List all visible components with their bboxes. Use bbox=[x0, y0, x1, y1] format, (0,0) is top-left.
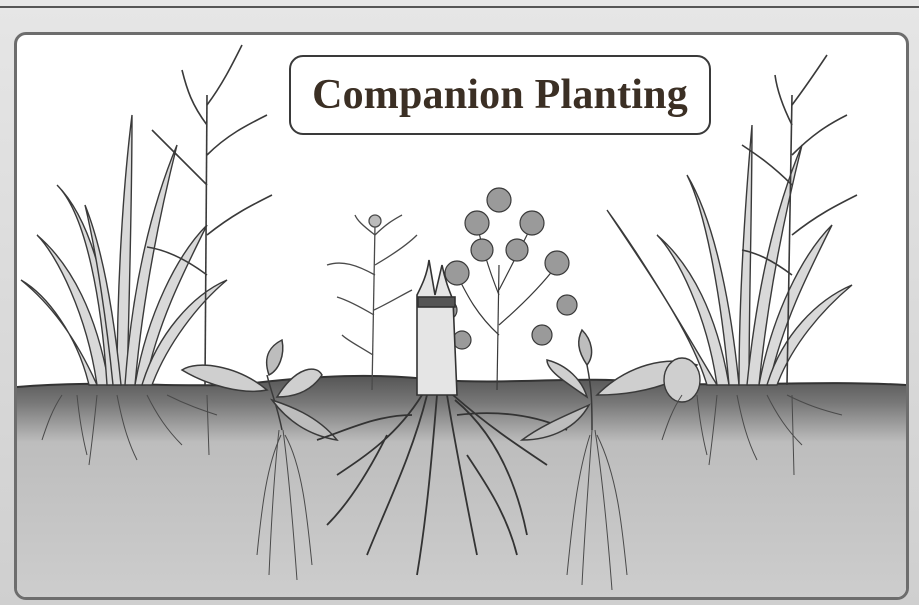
parsley-bush bbox=[437, 188, 577, 390]
grass-clump-left bbox=[21, 115, 227, 385]
title-banner: Companion Planting bbox=[289, 55, 711, 135]
top-rule bbox=[0, 6, 919, 8]
grass-clump-right bbox=[607, 125, 852, 402]
illustration-frame: Companion Planting bbox=[14, 32, 909, 600]
small-flowering-herb bbox=[327, 215, 417, 390]
title-text: Companion Planting bbox=[312, 71, 688, 119]
soil bbox=[17, 376, 906, 597]
